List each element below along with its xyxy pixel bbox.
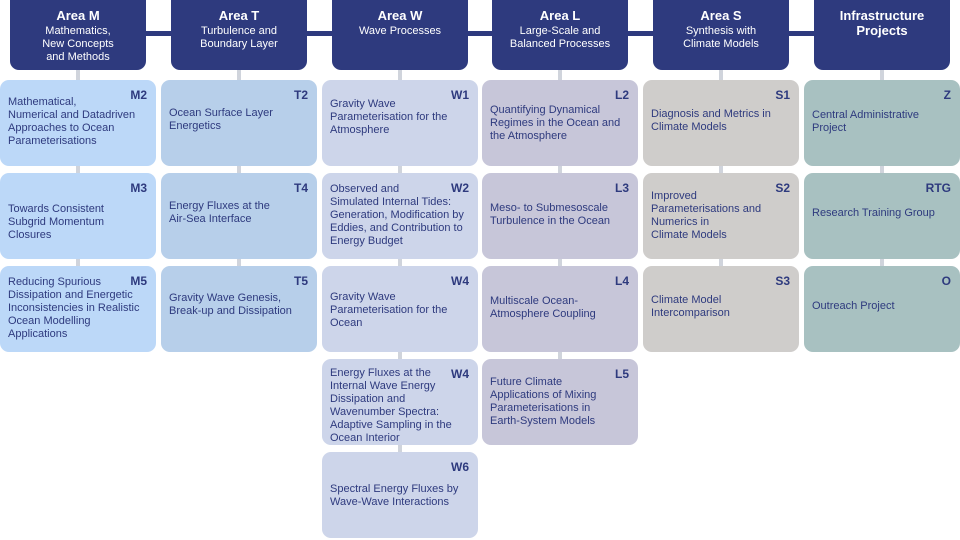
project-title: Ocean Surface Layer Energetics — [169, 107, 273, 132]
area-header: Area T Turbulence and Boundary Layer — [171, 0, 307, 70]
project-code: L4 — [614, 274, 629, 288]
project-title: Central Administrative Project — [812, 109, 919, 134]
project-title: Research Training Group — [812, 207, 935, 219]
project-code: S1 — [775, 88, 790, 102]
area-title: Area S — [700, 8, 742, 23]
project-card[interactable]: O Outreach Project — [804, 266, 960, 352]
area-column: Area M Mathematics, New Concepts and Meth… — [0, 0, 156, 540]
area-title: Area T — [218, 8, 260, 23]
project-title: Future Climate Applications of Mixing Pa… — [490, 376, 597, 427]
area-header: Area S Synthesis with Climate Models — [653, 0, 789, 70]
project-code: S2 — [775, 181, 790, 195]
area-subtitle: Synthesis with Climate Models — [683, 25, 759, 50]
project-code: S3 — [775, 274, 790, 288]
project-code: M5 — [130, 274, 147, 288]
area-subtitle: Wave Processes — [358, 25, 442, 37]
project-code: T4 — [293, 181, 308, 195]
header-connector-line — [146, 31, 816, 36]
project-title: Meso- to Submesoscale Turbulence in the … — [490, 202, 611, 227]
project-title: Reducing Spurious Dissipation and Energe… — [8, 276, 140, 340]
area-header: Area W Wave Processes — [332, 0, 468, 70]
project-title: Energy Fluxes at the Air-Sea Interface — [169, 200, 270, 225]
project-title: Multiscale Ocean- Atmosphere Coupling — [490, 295, 596, 320]
project-code: W6 — [451, 460, 469, 474]
project-code: RTG — [925, 181, 951, 195]
project-code: T5 — [293, 274, 308, 288]
project-title: Observed and Simulated Internal Tides: G… — [330, 183, 464, 247]
area-title: Area W — [377, 8, 423, 23]
project-card[interactable]: Z Central Administrative Project — [804, 80, 960, 166]
area-subtitle: Large-Scale and Balanced Processes — [509, 25, 611, 50]
project-title: Gravity Wave Parameterisation for the Oc… — [330, 291, 448, 329]
area-header: Area M Mathematics, New Concepts and Meth… — [10, 0, 146, 70]
project-title: Diagnosis and Metrics in Climate Models — [651, 108, 771, 133]
area-title: Area L — [539, 8, 581, 23]
area-header: Area L Large-Scale and Balanced Processes — [492, 0, 628, 70]
project-code: L5 — [614, 367, 629, 381]
project-code: W1 — [451, 88, 469, 102]
project-code: O — [941, 274, 951, 288]
project-code: M3 — [130, 181, 147, 195]
project-code: L2 — [614, 88, 629, 102]
project-title: Climate Model Intercomparison — [651, 294, 730, 319]
project-title: Gravity Wave Parameterisation for the At… — [330, 98, 448, 136]
project-code: L3 — [614, 181, 629, 195]
area-subtitle: Mathematics, New Concepts and Methods — [42, 25, 114, 63]
project-code: W2 — [451, 181, 469, 195]
project-code: W4 — [451, 367, 469, 381]
area-title: Infrastructure Projects — [839, 8, 925, 38]
project-title: Mathematical, Numerical and Datadriven A… — [8, 96, 136, 147]
project-code: M2 — [130, 88, 147, 102]
project-code: Z — [943, 88, 951, 102]
area-column: Area L Large-Scale and Balanced Processes… — [482, 0, 638, 540]
project-title: Outreach Project — [812, 300, 895, 312]
project-title: Improved Parameterisations and Numerics … — [651, 190, 762, 241]
project-code: T2 — [293, 88, 308, 102]
project-card[interactable]: RTG Research Training Group — [804, 173, 960, 259]
project-title: Gravity Wave Genesis, Break-up and Dissi… — [169, 292, 292, 317]
project-title: Towards Consistent Subgrid Momentum Clos… — [8, 203, 104, 241]
area-header: Infrastructure Projects — [814, 0, 950, 70]
area-subtitle: Turbulence and Boundary Layer — [200, 25, 278, 50]
project-title: Spectral Energy Fluxes by Wave-Wave Inte… — [330, 483, 459, 508]
area-title: Area M — [56, 8, 100, 23]
project-title: Quantifying Dynamical Regimes in the Oce… — [490, 104, 621, 142]
project-code: W4 — [451, 274, 469, 288]
project-title: Energy Fluxes at the Internal Wave Energ… — [330, 367, 452, 444]
